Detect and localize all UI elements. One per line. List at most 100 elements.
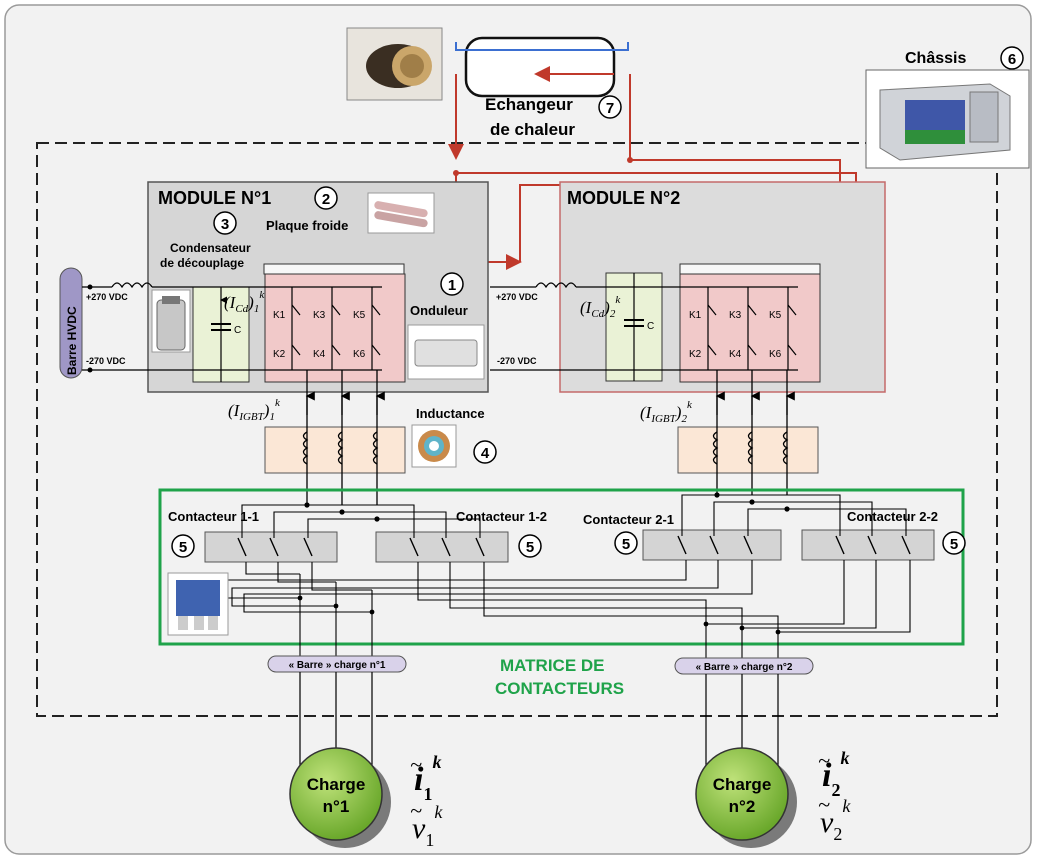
switch-k2-m1: K2	[273, 349, 286, 360]
cap-c-label-1: C	[234, 325, 241, 336]
charge-1-label-2: n°1	[323, 797, 350, 816]
badge-4	[473, 440, 497, 464]
contacteur-1-1-label: Contacteur 1-1	[168, 509, 259, 524]
dc-bus-lines	[82, 282, 698, 371]
contacteur-2-1	[642, 529, 782, 561]
i1-tilde: ~	[410, 752, 422, 777]
matrix-junctions	[297, 492, 790, 635]
barre-charge-2-label: « Barre » charge n°2	[696, 662, 793, 673]
matrice-contacteurs	[158, 488, 965, 646]
cold-plate-1	[263, 263, 405, 275]
plus270-label-1: +270 VDC	[86, 292, 128, 302]
inductance-block-2	[677, 426, 819, 474]
badge-3	[213, 211, 237, 235]
v2-tilde: ~	[818, 792, 830, 817]
badge-3-text: 3	[221, 216, 229, 233]
switch-k6-m1: K6	[353, 349, 366, 360]
minus270-label-1: -270 VDC	[86, 356, 126, 366]
inductance-photo	[411, 424, 457, 468]
contacteur-2-2	[801, 529, 935, 561]
charge-1	[289, 747, 383, 841]
plus270-label-2: +270 VDC	[496, 292, 538, 302]
v1-tilde: ~	[410, 798, 422, 823]
badge-4-text: 4	[481, 445, 490, 462]
condensateur-label-2: de découplage	[160, 256, 244, 270]
inverter-2-switches	[698, 286, 798, 371]
switch-k3-m1: K3	[313, 310, 326, 321]
barre-charge-2	[674, 657, 814, 675]
switch-k4-m1: K4	[313, 349, 326, 360]
charge-2-label-2: n°2	[729, 797, 756, 816]
chassis-photo	[865, 69, 1030, 169]
matrice-label-2: CONTACTEURS	[495, 679, 624, 698]
badge-1-text: 1	[448, 277, 456, 294]
switch-k3-m2: K3	[729, 310, 742, 321]
air-flow-line	[455, 42, 629, 51]
badge-5-b-text: 5	[526, 539, 534, 556]
heat-exchanger-photo	[346, 27, 443, 101]
chassis-label: Châssis	[905, 50, 966, 67]
cold-plate-2	[679, 263, 821, 275]
badge-5-b	[518, 534, 542, 558]
cooling-node-1	[453, 170, 459, 176]
matrice-label-1: MATRICE DE	[500, 656, 605, 675]
chassis-border	[36, 142, 998, 717]
contacteur-1-2-label: Contacteur 1-2	[456, 509, 547, 524]
badge-2	[314, 186, 338, 210]
module-1-title: MODULE N°1	[158, 188, 271, 208]
badge-5-d	[942, 531, 966, 555]
capacitor-photo	[151, 289, 191, 353]
contactor-photo	[167, 572, 229, 636]
badge-5-c	[614, 531, 638, 555]
contacteur-1-2	[375, 531, 509, 563]
badge-5-c-text: 5	[622, 536, 630, 553]
barre-charge-1-label: « Barre » charge n°1	[289, 660, 386, 671]
load-lines	[299, 672, 779, 770]
badge-5-d-text: 5	[950, 536, 958, 553]
minus270-label-2: -270 VDC	[497, 356, 537, 366]
contacteur-1-1	[204, 531, 338, 563]
condensateur-label-1: Condensateur	[170, 241, 251, 255]
inverter-1-switches	[282, 286, 382, 371]
i2-tilde: ~	[818, 748, 830, 773]
badge-5-a	[171, 534, 195, 558]
inverter-1	[264, 273, 406, 383]
cap-c-label-2: C	[647, 321, 654, 332]
onduleur-label: Onduleur	[410, 303, 468, 318]
switch-k1-m1: K1	[273, 310, 286, 321]
badge-6	[1000, 46, 1024, 70]
switch-k2-m2: K2	[689, 349, 702, 360]
switch-k1-m2: K1	[689, 310, 702, 321]
echangeur-label-1: Echangeur	[485, 95, 573, 114]
contacteur-2-2-label: Contacteur 2-2	[847, 509, 938, 524]
badge-1	[440, 272, 464, 296]
echangeur-label-2: de chaleur	[490, 120, 575, 139]
heat-exchanger	[464, 36, 616, 98]
badge-2-text: 2	[322, 191, 330, 208]
matrix-wiring	[219, 494, 911, 660]
switch-k5-m1: K5	[353, 310, 366, 321]
contacteur-2-1-label: Contacteur 2-1	[583, 512, 674, 527]
inductance-label: Inductance	[416, 406, 485, 421]
cooling-node-2	[627, 157, 633, 163]
charge-1-label-1: Charge	[307, 775, 366, 794]
cold-plate-photo	[367, 192, 435, 234]
barre-hvdc-label: Barre HVDC	[65, 306, 79, 375]
switch-k4-m2: K4	[729, 349, 742, 360]
badge-7	[598, 95, 622, 119]
barre-charge-1	[267, 655, 407, 673]
switch-k6-m2: K6	[769, 349, 782, 360]
badge-6-text: 6	[1008, 51, 1016, 68]
igbt-photo	[407, 324, 485, 380]
inductance-block-1	[264, 426, 406, 474]
module-2-title: MODULE N°2	[567, 188, 680, 208]
switch-k5-m2: K5	[769, 310, 782, 321]
badge-5-a-text: 5	[179, 539, 187, 556]
charge-2-label-1: Charge	[713, 775, 772, 794]
contactor-blades	[237, 535, 911, 557]
plaque-froide-label: Plaque froide	[266, 218, 348, 233]
inverter-2	[679, 273, 821, 383]
badge-7-text: 7	[606, 100, 614, 117]
